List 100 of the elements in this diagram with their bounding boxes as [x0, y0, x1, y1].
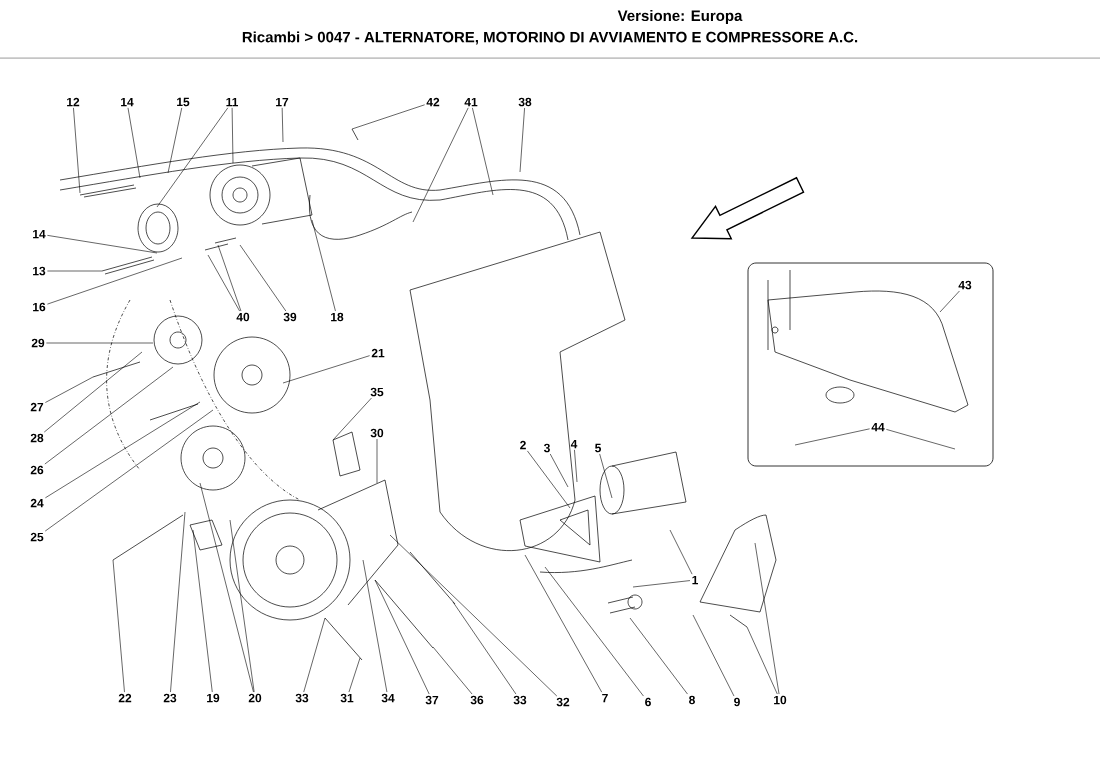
callout-number: 10: [774, 695, 787, 705]
callout-number: 24: [30, 498, 44, 508]
version-label: Versione: Europa: [617, 10, 743, 24]
callout-number: 2: [520, 440, 526, 450]
leader-line: [192, 529, 213, 693]
leader-line: [886, 429, 956, 450]
callout-number: 19: [207, 693, 220, 703]
leader-line: [127, 107, 141, 179]
leader-line: [170, 511, 186, 693]
callout-number: 42: [426, 97, 440, 107]
callout-number: 14: [121, 97, 134, 107]
callout-number: 36: [470, 695, 484, 705]
callout-number: 34: [381, 693, 395, 703]
leader-line: [303, 617, 326, 693]
callout-number: 23: [163, 693, 177, 703]
callout-number: 37: [425, 695, 439, 705]
leader-line: [217, 244, 242, 312]
callout-number: 35: [370, 387, 384, 397]
leader-line: [229, 519, 255, 693]
callout-number: 21: [371, 348, 385, 358]
callout-number: 29: [31, 338, 45, 348]
leader-line: [46, 342, 154, 344]
callout-number: 15: [177, 97, 190, 107]
leader-line: [231, 107, 234, 164]
callout-number: 8: [689, 695, 695, 705]
callout-number: 25: [30, 532, 44, 542]
callout-number: 4: [570, 439, 578, 449]
leader-line: [239, 244, 287, 312]
leader-line: [199, 482, 254, 693]
leader-line: [167, 107, 183, 174]
leader-line: [452, 601, 517, 695]
leader-line: [281, 107, 284, 143]
callout-number: 14: [33, 229, 46, 239]
callout-number: 16: [33, 302, 46, 312]
callout-number: 17: [276, 97, 289, 107]
leader-line: [282, 355, 370, 384]
leader-line: [332, 397, 372, 441]
callout-number: 28: [30, 433, 44, 443]
leader-line: [472, 107, 494, 196]
leader-line: [794, 428, 870, 446]
callout-number: 41: [464, 97, 478, 107]
title: Ricambi > 0047 - ALTERNATORE, MOTORINO DI AVVIAMENTO E COMPRESSORE A.C.: [242, 31, 858, 45]
leader-line: [599, 453, 613, 499]
callout-number: 22: [118, 693, 132, 703]
inset-frame: [747, 262, 994, 467]
leader-line: [519, 107, 525, 173]
callout-number: 33: [295, 693, 309, 703]
leader-line: [544, 566, 644, 697]
leader-line: [374, 579, 430, 695]
callout-number: 9: [734, 697, 740, 707]
leader-line: [112, 559, 125, 693]
callout-number: 7: [602, 693, 608, 703]
callout-number: 33: [513, 695, 527, 705]
callout-number: 18: [331, 312, 344, 322]
leader-line: [376, 438, 378, 484]
leader-line: [527, 450, 571, 509]
callout-number: 44: [871, 422, 885, 432]
leader-line: [692, 614, 735, 697]
leader-line: [669, 529, 693, 575]
leader-line: [348, 657, 361, 693]
callout-number: 32: [556, 697, 570, 707]
callout-number: 30: [370, 428, 384, 438]
callout-number: 20: [248, 693, 262, 703]
leader-line: [44, 366, 174, 465]
leader-line: [432, 646, 473, 695]
callout-number: 26: [30, 465, 44, 475]
leader-line: [362, 559, 388, 693]
leader-line: [207, 254, 240, 312]
leader-line: [47, 257, 183, 305]
leader-line: [47, 235, 158, 254]
leader-line: [389, 534, 558, 697]
callout-number: 13: [33, 266, 46, 276]
callout-number: 39: [283, 312, 297, 322]
leader-line: [746, 626, 778, 695]
leader-line: [549, 453, 569, 488]
leader-line: [73, 107, 81, 194]
callout-number: 40: [236, 312, 250, 322]
leader-line: [412, 107, 469, 223]
leader-line: [574, 449, 578, 483]
leader-line: [351, 104, 425, 130]
leader-line: [47, 270, 103, 272]
callout-number: 5: [595, 443, 601, 453]
leader-line: [43, 351, 143, 433]
callout-number: 1: [692, 575, 698, 585]
leader-line: [629, 617, 688, 695]
leader-line: [524, 554, 603, 693]
callout-number: 31: [340, 693, 354, 703]
leader-line: [939, 290, 960, 313]
leader-line: [45, 376, 94, 403]
leader-line: [156, 107, 229, 208]
leader-line: [311, 219, 336, 312]
leader-line: [632, 580, 691, 588]
callout-number: 38: [518, 97, 532, 107]
callout-number: 6: [645, 697, 651, 707]
callout-number: 43: [958, 280, 972, 290]
leader-line: [754, 542, 780, 695]
callout-number: 11: [226, 97, 238, 107]
leader-line: [45, 401, 201, 499]
callout-number: 27: [30, 402, 44, 412]
callout-number: 12: [67, 97, 80, 107]
